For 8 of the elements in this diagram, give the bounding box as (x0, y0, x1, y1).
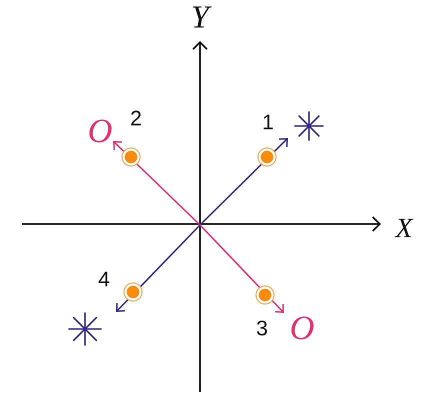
symbol-label: O (291, 316, 314, 340)
point-number: 2 (131, 110, 141, 126)
axis-label: Y (192, 6, 212, 28)
axis-label: X (394, 218, 414, 238)
point-number: 4 (98, 272, 110, 286)
point-number: 1 (264, 114, 273, 130)
point-number: 3 (256, 320, 267, 336)
symbol-label: O (89, 120, 112, 142)
